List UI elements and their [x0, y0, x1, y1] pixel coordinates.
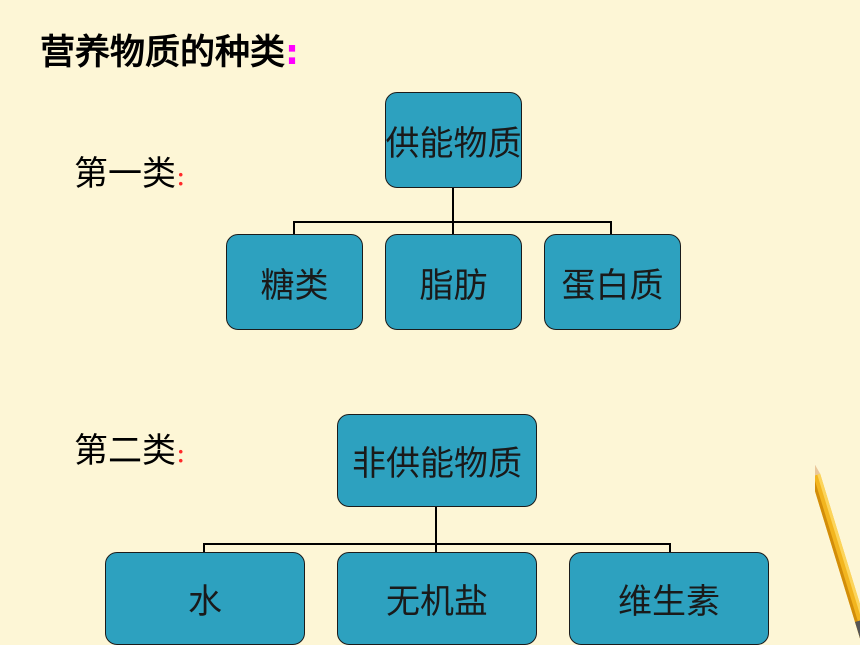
group1-drop-line	[610, 221, 612, 235]
group1-drop-line	[452, 221, 454, 235]
group2-child-box: 水	[105, 552, 305, 645]
group2-label: 第二类:	[74, 423, 185, 472]
group1-label: 第一类:	[74, 146, 185, 195]
group2-child-box: 无机盐	[337, 552, 537, 645]
group2-root-box: 非供能物质	[337, 414, 537, 507]
group2-trunk-line	[435, 507, 437, 544]
group2-label-text: 第二类	[74, 431, 176, 471]
pencil-icon	[815, 454, 860, 640]
group1-child-box: 蛋白质	[544, 234, 681, 330]
group2-drop-line	[669, 543, 671, 553]
title-text: 营养物质的种类	[40, 33, 286, 73]
group2-drop-line	[203, 543, 205, 553]
group1-root-box: 供能物质	[385, 92, 522, 188]
page-title: 营养物质的种类:	[40, 24, 299, 75]
group1-child-box: 糖类	[226, 234, 363, 330]
group2-child-box: 维生素	[569, 552, 769, 645]
title-colon: :	[285, 33, 300, 73]
group1-label-colon: :	[176, 159, 186, 192]
group1-child-box: 脂肪	[385, 234, 522, 330]
group2-branch-line	[203, 543, 671, 545]
group2-drop-line	[435, 543, 437, 553]
group2-label-colon: :	[176, 436, 186, 469]
group1-trunk-line	[452, 188, 454, 222]
group1-drop-line	[293, 221, 295, 235]
group1-label-text: 第一类	[74, 154, 176, 194]
